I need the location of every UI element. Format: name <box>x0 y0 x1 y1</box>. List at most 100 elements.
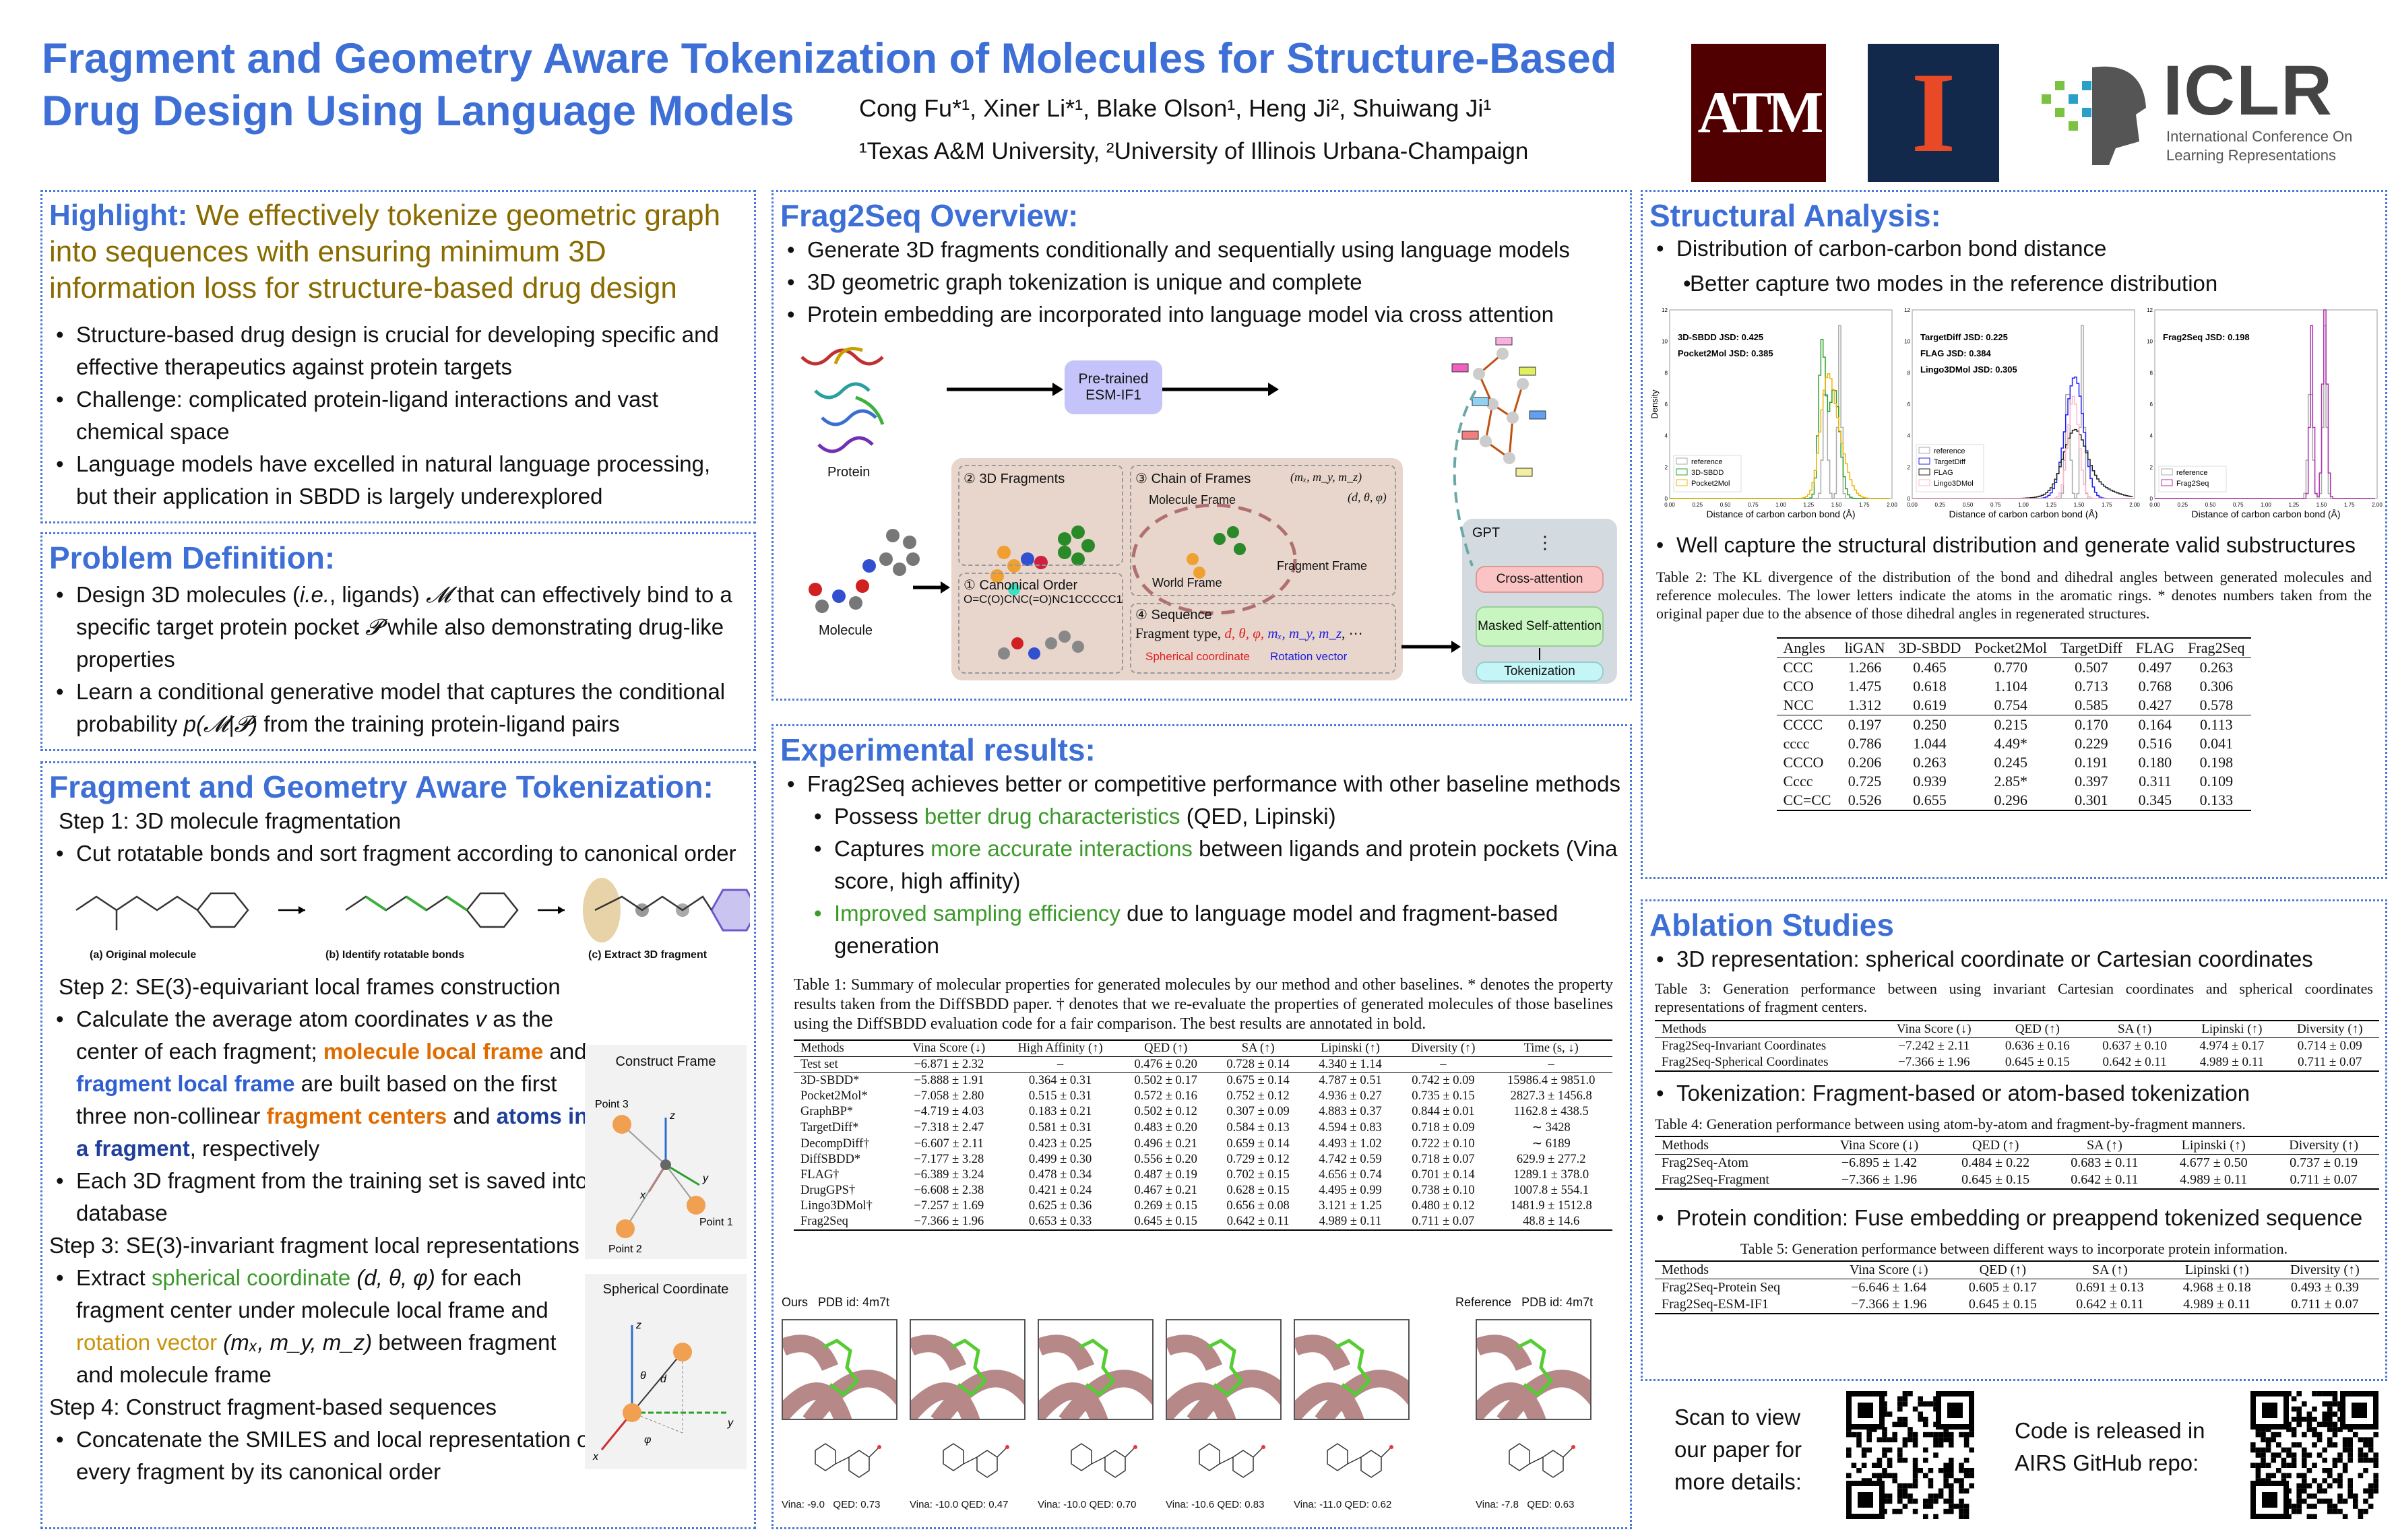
table-cell: 0.301 <box>2075 792 2108 808</box>
esm-if1-box: Pre-trained ESM-IF1 <box>1065 360 1162 414</box>
x-tick: 1.50 <box>2074 502 2085 508</box>
table-cell: −7.058 ± 2.80 <box>914 1089 984 1103</box>
sequence-label: ④ Sequence <box>1135 608 1212 622</box>
column-header: QED (↑) <box>1972 1138 2019 1153</box>
highlight-label: Highlight: <box>49 199 188 232</box>
table-cell: 0.306 <box>2199 678 2234 695</box>
table-cell: 0.584 ± 0.13 <box>1226 1120 1290 1134</box>
paper-qr-code[interactable] <box>1846 1391 1974 1519</box>
table-cell: 0.645 ± 0.15 <box>1134 1215 1197 1228</box>
legend-swatch <box>1918 468 1930 476</box>
math-P: 𝓟 <box>365 614 382 639</box>
illinois-logo: I <box>1868 44 1999 182</box>
overview-bullet: 3D geometric graph tokenization is uniqu… <box>780 266 1623 298</box>
overview-heading: Frag2Seq Overview: <box>780 198 1079 233</box>
math-prob: p(𝓜|𝓟) <box>183 711 258 736</box>
smiles-string: O=C(O)CNC(=O)NC1CCCCC1 <box>964 593 1123 606</box>
row-label: FLAG† <box>800 1168 840 1182</box>
table-cell: −6.608 ± 2.38 <box>914 1184 984 1197</box>
docking-score-caption: Vina: -10.6 QED: 0.83 <box>1166 1499 1265 1510</box>
row-label: cccc <box>1783 735 1810 752</box>
table-cell: 0.170 <box>2075 716 2108 733</box>
t: PDB id: 4m7t <box>1521 1295 1594 1309</box>
exp-sub-1: Possess better drug characteristics (QED… <box>780 800 1623 833</box>
table-cell: 0.642 ± 0.11 <box>2102 1055 2167 1069</box>
fragment-frame-label: Fragment Frame <box>1277 559 1368 573</box>
legend-swatch <box>1918 479 1930 486</box>
sph-x: x <box>592 1451 599 1463</box>
row-label: Frag2Seq-Spherical Coordinates <box>1662 1055 1829 1069</box>
table-cell: ∼ 3428 <box>1532 1121 1571 1134</box>
legend-label: Frag2Seq <box>2176 480 2209 488</box>
overview-diagram: Protein Molecule Pre-trained ESM-IF1 ② 3… <box>782 337 1617 687</box>
table-cell: 0.702 ± 0.15 <box>1226 1168 1290 1182</box>
table-3-caption: Table 3: Generation performance between … <box>1655 980 2373 1015</box>
protein-label: Protein <box>827 465 871 480</box>
authors: Cong Fu*¹, Xiner Li*¹, Blake Olson¹, Hen… <box>859 94 1492 122</box>
table-cell: 0.497 <box>2138 659 2172 676</box>
column-header: Time (s, ↓) <box>1523 1041 1579 1055</box>
table-cell: 0.526 <box>1848 792 1882 808</box>
t: i.e. <box>299 582 329 607</box>
table-cell: 1.475 <box>1848 678 1882 695</box>
axis-y: y <box>702 1173 709 1184</box>
legend-label: reference <box>1691 458 1722 466</box>
fragmentation-figure: (a) Original molecule (b) Identify rotat… <box>49 870 759 971</box>
legend-label: Lingo3DMol <box>1934 480 1974 488</box>
molecule-label: Molecule <box>819 623 873 638</box>
column-header: QED (↑) <box>1144 1041 1188 1055</box>
code-qr-code[interactable] <box>2250 1391 2378 1519</box>
rotation-vector-math: (mₓ, m_y, m_z) <box>1290 470 1362 484</box>
table-cell: 1.104 <box>1994 678 2027 695</box>
table-cell: −7.366 ± 1.96 <box>1897 1055 1970 1069</box>
column-header: Lipinski (↑) <box>1321 1041 1380 1055</box>
table-cell: −7.366 ± 1.96 <box>1851 1297 1927 1312</box>
table-row: Frag2Seq-Spherical Coordinates −7.366 ± 1… <box>1655 1054 2379 1071</box>
row-label: TargetDiff* <box>800 1120 859 1134</box>
table-cell: 4.677 ± 0.50 <box>2179 1155 2248 1170</box>
x-tick: 0.75 <box>1748 502 1759 508</box>
table-cell: −6.607 ± 2.11 <box>914 1136 984 1151</box>
table-cell: 0.722 ± 0.10 <box>1412 1136 1475 1151</box>
table-cell: 0.718 ± 0.09 <box>1412 1120 1475 1134</box>
cross-attention-box: Cross-attention <box>1476 566 1604 593</box>
table-cell: −7.318 ± 2.47 <box>914 1120 984 1134</box>
x-tick: 0.25 <box>1692 502 1703 508</box>
table-cell: 0.711 ± 0.07 <box>2298 1055 2362 1069</box>
table-cell: 0.269 ± 0.15 <box>1134 1199 1197 1213</box>
construct-frame-figure: Construct Frame Point 3 Point 1 Point 2 … <box>585 1045 747 1259</box>
table-cell: −6.389 ± 3.24 <box>914 1168 984 1182</box>
ablation-bullet: Tokenization: Fragment-based or atom-bas… <box>1649 1077 2378 1110</box>
table-cell: 0.714 ± 0.09 <box>2297 1039 2362 1053</box>
t: (d, θ, φ) <box>350 1265 435 1290</box>
docking-score-caption: Vina: -11.0 QED: 0.62 <box>1294 1499 1392 1510</box>
x-tick: 1.75 <box>1859 502 1870 508</box>
y-tick: 4 <box>1665 433 1668 439</box>
spherical-coordinate-figure: Spherical Coordinate z y x θ d φ <box>585 1274 747 1469</box>
row-label: Frag2Seq-Atom <box>1662 1155 1748 1170</box>
y-tick: 0 <box>1908 496 1911 502</box>
docking-pose-image <box>1038 1319 1154 1420</box>
x-tick: 0.00 <box>1664 502 1675 508</box>
t: between ligands and protein pockets (Vin… <box>834 836 1618 893</box>
column-header: Lipinski (↑) <box>2184 1262 2249 1277</box>
y-tick: 8 <box>2150 370 2153 376</box>
column-header: QED (↑) <box>1979 1262 2027 1277</box>
iclr-sub-2: Learning Representations <box>2166 147 2336 164</box>
row-label: DiffSBDD* <box>800 1153 861 1166</box>
title-line-2: Drug Design Using Language Models <box>42 88 794 135</box>
table-cell: 4.974 ± 0.17 <box>2199 1039 2265 1053</box>
structural-heading: Structural Analysis: <box>1649 198 1941 233</box>
y-tick: 6 <box>1665 402 1668 408</box>
highlight-bullet: Challenge: complicated protein-ligand in… <box>49 383 747 448</box>
world-frame-label: World Frame <box>1152 576 1222 589</box>
table-cell: 0.487 ± 0.19 <box>1134 1168 1197 1182</box>
